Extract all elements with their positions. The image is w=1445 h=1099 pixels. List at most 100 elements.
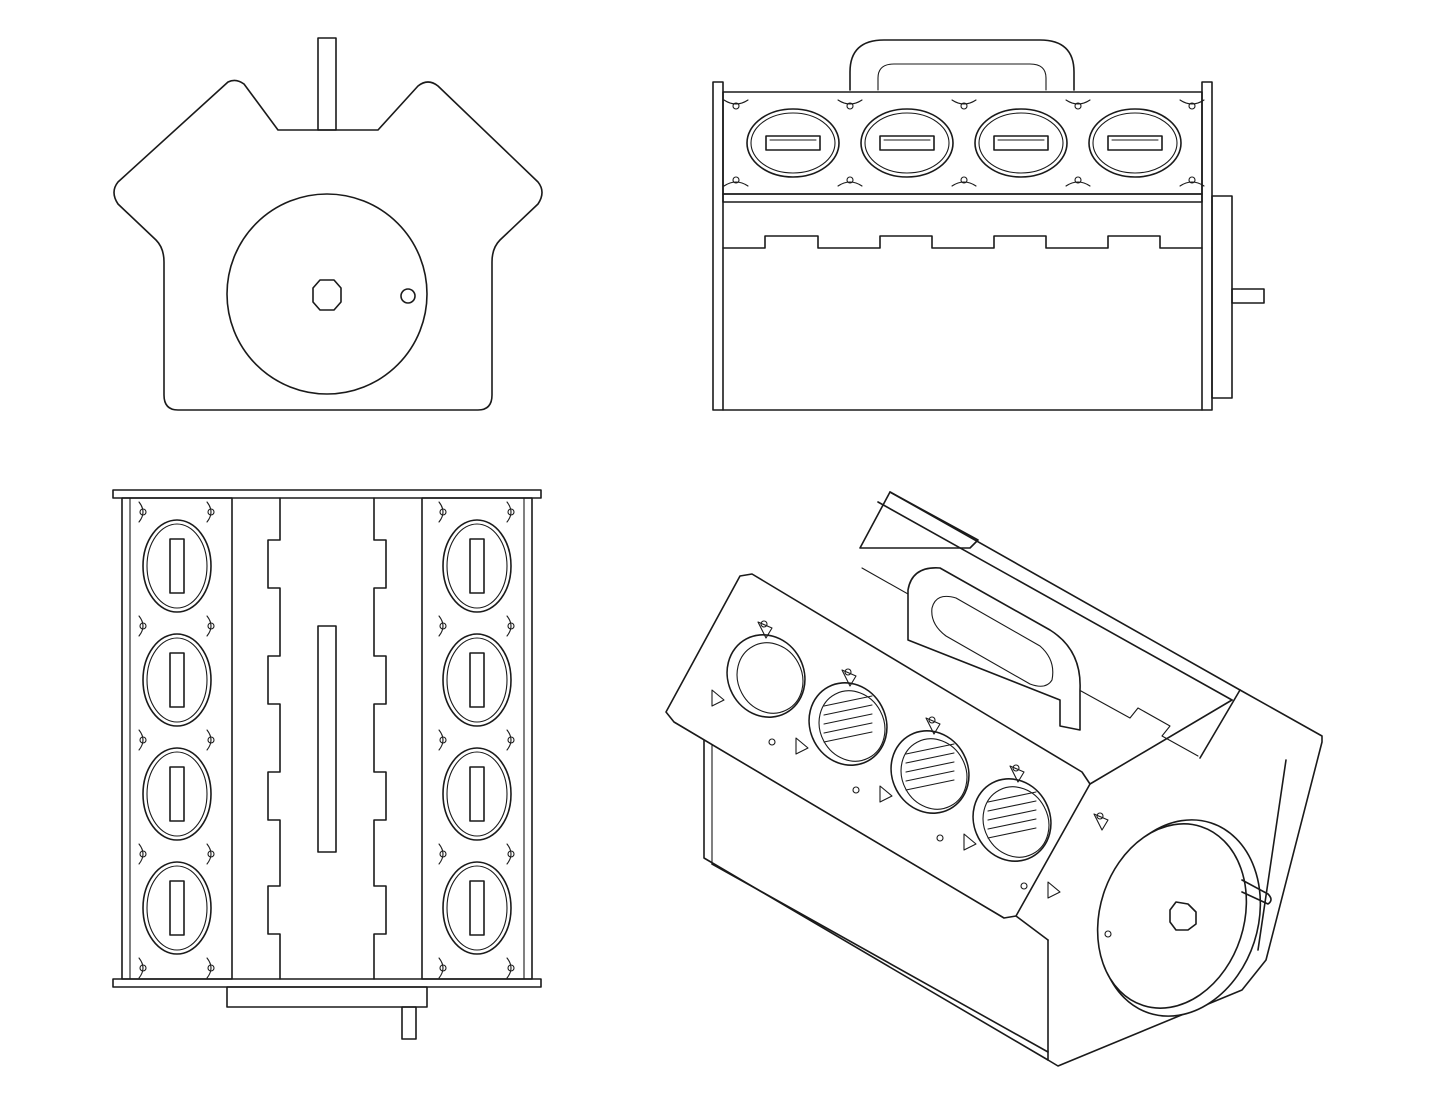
- iso-piston-fin: [823, 722, 873, 734]
- top-bolt: [207, 508, 215, 516]
- top-bracket: [206, 957, 212, 979]
- top-valley-right-edge: [373, 497, 387, 980]
- top-cylinder-bore: [142, 519, 212, 613]
- side-bracket: [723, 181, 749, 187]
- top-bolt: [439, 964, 447, 972]
- side-bolt: [846, 176, 854, 184]
- side-left-plate: [712, 81, 724, 411]
- iso-right-end: [1047, 689, 1323, 1067]
- side-deck: [722, 193, 1203, 203]
- top-cylinder-bore-inner: [446, 523, 508, 609]
- iso-piston-fin: [987, 800, 1037, 812]
- iso-piston-fin: [823, 713, 873, 725]
- side-cylinder-bore-inner: [750, 112, 836, 174]
- top-valve-slot: [469, 652, 485, 708]
- iso-piston-fin: [905, 770, 955, 782]
- side-bolt: [960, 176, 968, 184]
- top-bracket: [138, 729, 144, 751]
- top-cylinder-bore: [442, 519, 512, 613]
- iso-deck-top: [1089, 699, 1233, 785]
- side-bolt: [732, 102, 740, 110]
- top-bracket: [138, 615, 144, 637]
- top-valve-slot: [169, 766, 185, 822]
- top-cylinder-bore: [442, 747, 512, 841]
- iso-piston-fin: [823, 704, 873, 716]
- iso-deck-front: [1015, 915, 1049, 941]
- side-cylinder-bore: [1088, 108, 1182, 178]
- side-bolt: [846, 102, 854, 110]
- iso-head-plate-lower-edge: [673, 721, 1005, 919]
- iso-bracket-bottom: [963, 833, 977, 851]
- top-bolt: [139, 508, 147, 516]
- iso-cylinder-bore: [726, 634, 806, 718]
- side-valve-slot: [879, 135, 935, 151]
- top-bolt: [207, 964, 215, 972]
- iso-bolt-bottom: [936, 834, 944, 842]
- top-bracket: [438, 843, 444, 865]
- top-cylinder-bore-inner: [446, 865, 508, 951]
- top-valve-slot: [169, 652, 185, 708]
- iso-bolt-top: [928, 716, 936, 724]
- side-bolt: [960, 102, 968, 110]
- top-bolt: [139, 736, 147, 744]
- iso-bracket-top: [757, 621, 773, 639]
- iso-bracket-bottom: [879, 785, 893, 803]
- side-valve-slot: [765, 135, 821, 151]
- top-cylinder-bore-inner: [446, 637, 508, 723]
- top-cylinder-bore-inner: [146, 637, 208, 723]
- side-view: [712, 39, 1265, 411]
- top-bracket: [438, 729, 444, 751]
- side-bracket: [951, 99, 977, 105]
- iso-far-top-edge-inner: [877, 501, 1233, 701]
- top-flywheel: [226, 986, 428, 1008]
- side-castellation: [722, 235, 1203, 249]
- iso-octagon-hub: [1169, 901, 1197, 931]
- top-bolt: [439, 850, 447, 858]
- iso-bolt-bottom: [768, 738, 776, 746]
- side-cylinder-bore: [974, 108, 1068, 178]
- top-bank-right: [421, 497, 533, 980]
- iso-cylinder-bore: [972, 778, 1052, 862]
- top-valve-slot: [469, 538, 485, 594]
- front-flywheel: [226, 193, 428, 395]
- front-shaft: [317, 37, 337, 131]
- front-v-profile: [113, 79, 543, 411]
- iso-right-end-inner: [1199, 689, 1241, 759]
- top-bracket: [206, 501, 212, 523]
- top-view: [112, 489, 542, 1040]
- iso-piston-fin: [987, 827, 1037, 839]
- side-handle: [849, 39, 1075, 91]
- side-cylinder-bore-inner: [864, 112, 950, 174]
- top-bolt: [207, 622, 215, 630]
- side-cylinder-bore: [860, 108, 954, 178]
- iso-piston-fin: [905, 752, 955, 764]
- side-bolt: [732, 176, 740, 184]
- iso-cylinders: [711, 620, 1112, 938]
- iso-right-bevel: [1257, 759, 1287, 951]
- top-bolt: [507, 964, 515, 972]
- top-valve-slot: [469, 880, 485, 936]
- top-plate-top: [112, 489, 542, 499]
- top-bolt: [507, 850, 515, 858]
- iso-bracket-bottom: [1047, 881, 1061, 899]
- iso-bracket-top: [841, 669, 857, 687]
- iso-far-plate: [859, 491, 979, 549]
- iso-bracket-top: [925, 717, 941, 735]
- side-bracket: [837, 181, 863, 187]
- top-bracket: [206, 843, 212, 865]
- top-cylinder-bore-inner: [146, 751, 208, 837]
- top-bracket: [206, 729, 212, 751]
- top-bracket: [506, 615, 512, 637]
- iso-lower-bottom: [711, 863, 1049, 1053]
- iso-piston-fin: [905, 761, 955, 773]
- isometric-view: [665, 491, 1323, 1067]
- side-right-plate: [1201, 81, 1213, 411]
- side-bolt: [1188, 102, 1196, 110]
- iso-flywheel-face: [1096, 823, 1248, 1009]
- side-head-plate: [722, 91, 1203, 195]
- side-cylinder-bore: [746, 108, 840, 178]
- iso-handle-slot: [931, 595, 1054, 687]
- top-bank-left: [121, 497, 233, 980]
- iso-piston-fin: [987, 818, 1037, 830]
- iso-bolt-top: [1012, 764, 1020, 772]
